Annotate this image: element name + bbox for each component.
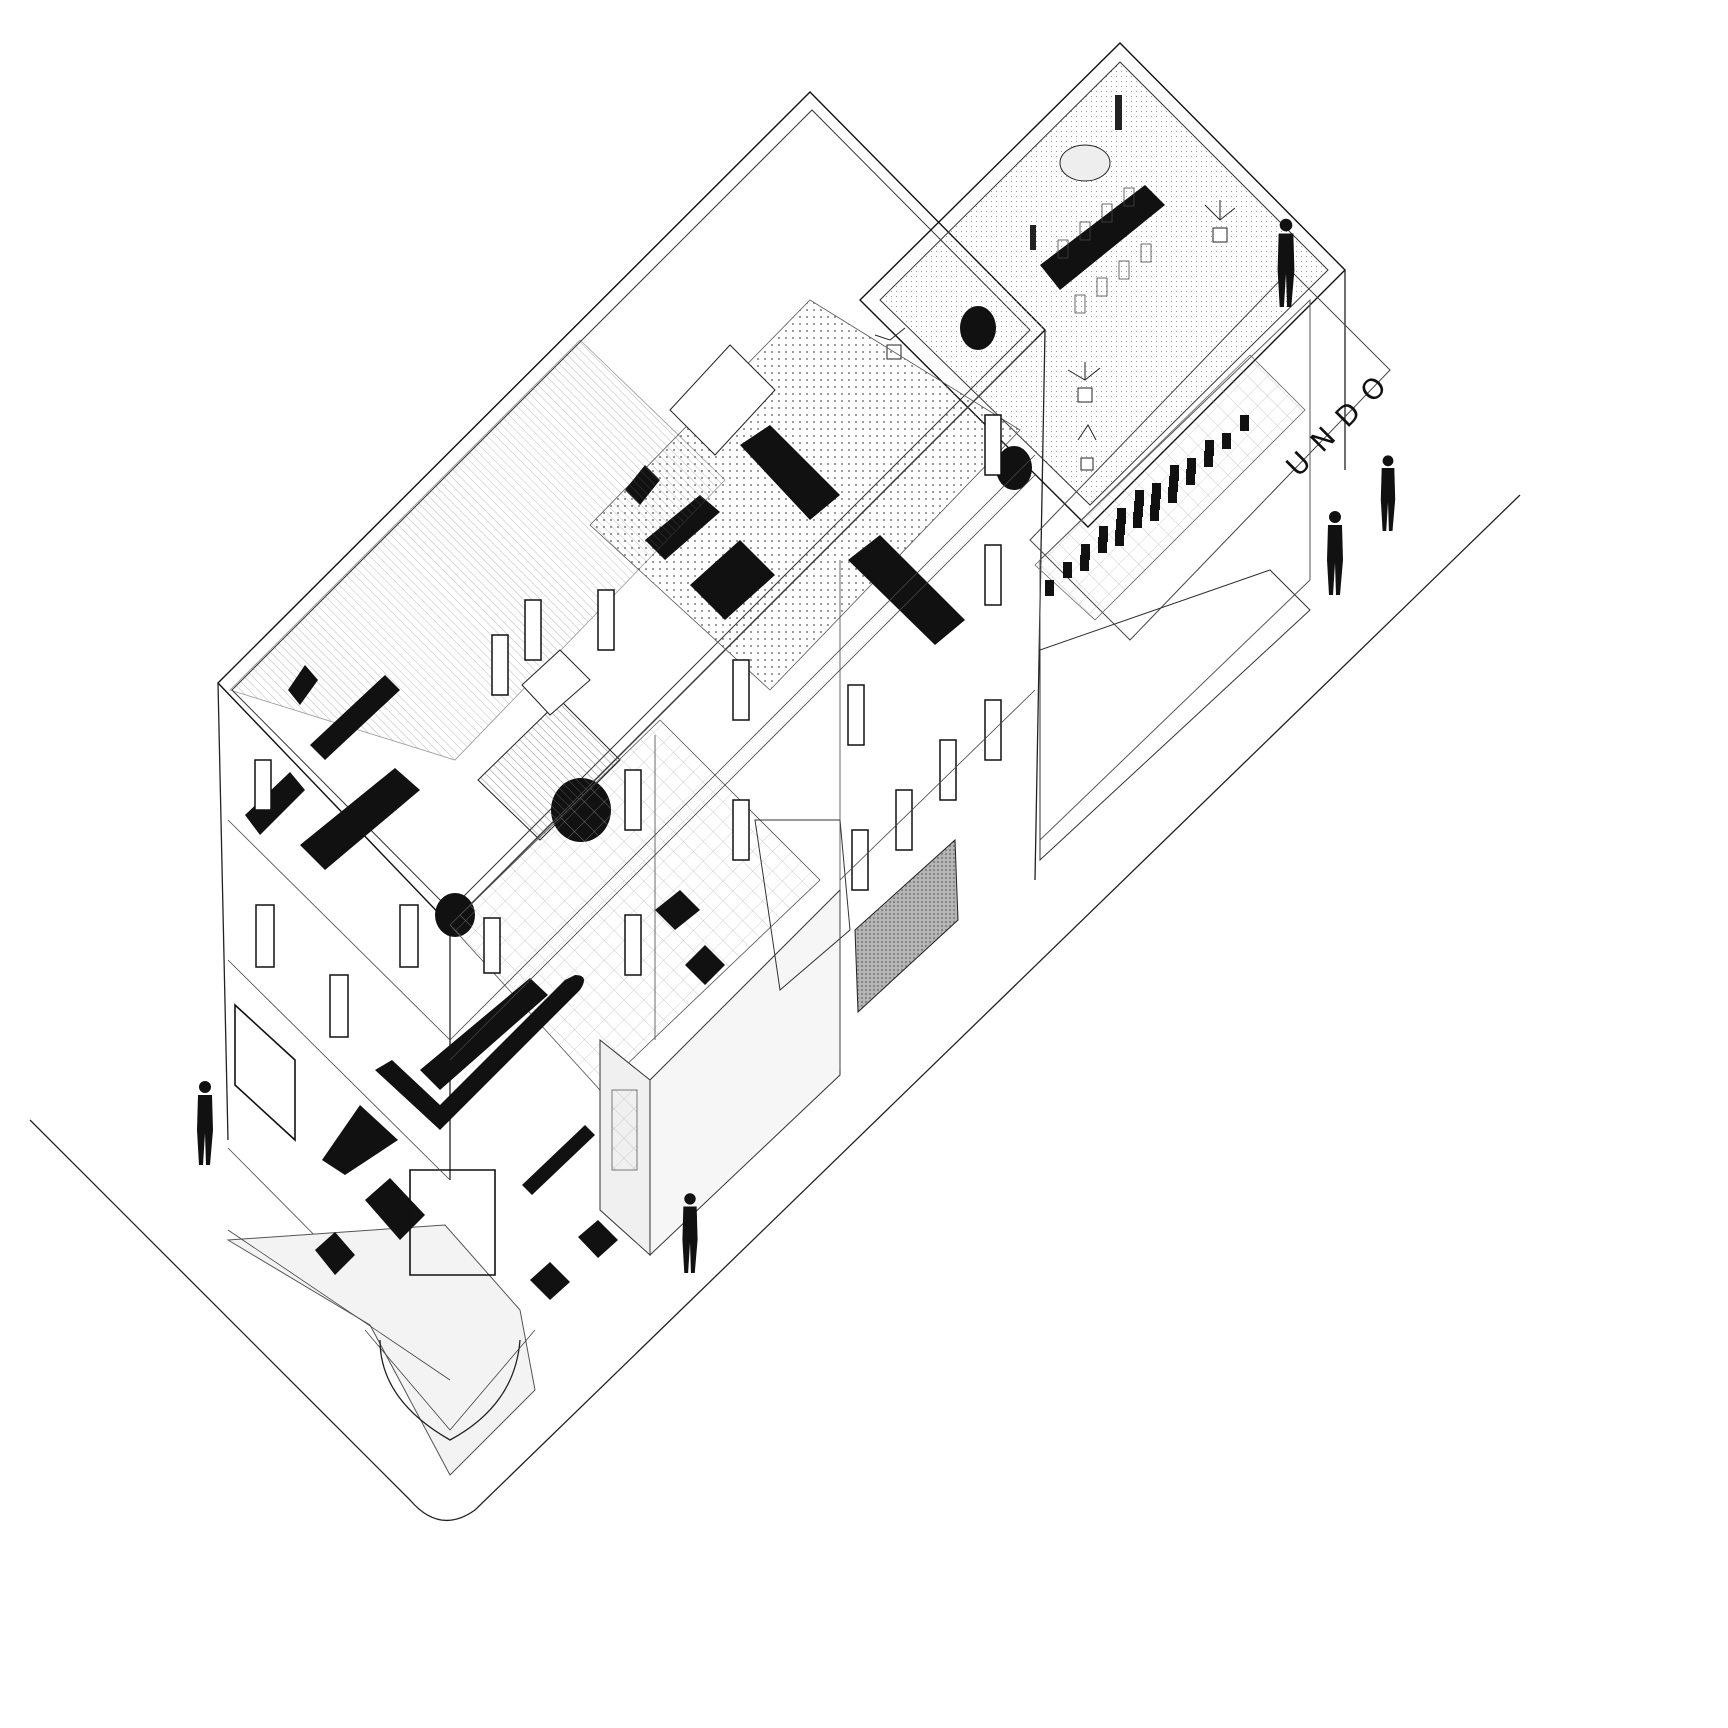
upper-floor-interiors	[229, 299, 1021, 937]
round-table	[960, 306, 996, 350]
cafe-table	[530, 1262, 570, 1300]
auditorium-seat	[1116, 519, 1125, 535]
auditorium-seat	[1081, 544, 1090, 560]
storefront-window	[409, 1169, 496, 1276]
terrace-long-table	[1040, 185, 1165, 290]
person-silhouette	[1380, 455, 1396, 531]
auditorium-seat	[1134, 501, 1143, 517]
glass-screen-wall	[854, 838, 959, 1014]
auditorium-seat	[1150, 505, 1159, 521]
auditorium-seat	[1099, 526, 1108, 542]
floor-slab-lines	[227, 339, 1036, 1381]
auditorium-seat	[1152, 483, 1161, 499]
auditorium-seat	[1187, 458, 1196, 474]
auditorium-seat	[1170, 465, 1179, 481]
auditorium-seat	[1169, 476, 1178, 492]
storefront-window	[234, 1003, 296, 1142]
adjoining-facades	[599, 298, 1311, 1257]
cafe-table	[578, 1220, 618, 1258]
potted-plant-icon	[1204, 200, 1236, 243]
auditorium-seat	[1135, 490, 1144, 506]
water-tank	[1059, 144, 1111, 182]
potted-plant-icon	[1077, 424, 1097, 471]
kitchen-island	[310, 675, 400, 760]
auditorium-seat	[1080, 555, 1089, 571]
auditorium-seat	[1186, 469, 1195, 485]
dining-table	[740, 425, 840, 520]
person-silhouette	[1327, 511, 1343, 595]
canopy	[754, 819, 851, 991]
auditorium-seat	[1222, 433, 1231, 449]
person-silhouette	[682, 1193, 698, 1273]
cafe-table	[685, 945, 725, 985]
cafe-table	[655, 890, 700, 930]
potted-plant-icon	[1067, 362, 1101, 403]
person-silhouette	[1277, 218, 1295, 307]
ground-floor-restaurant	[234, 719, 821, 1300]
auditorium-seat	[1204, 451, 1213, 467]
auditorium-seat	[1115, 530, 1124, 546]
auditorium-seat	[1151, 494, 1160, 510]
dining-table	[245, 772, 305, 835]
kitchen-counter	[288, 665, 318, 705]
person-silhouette	[197, 1081, 213, 1165]
dining-table	[322, 1105, 398, 1175]
auditorium-seating	[1034, 354, 1306, 621]
auditorium-seat	[1133, 512, 1142, 528]
auditorium-seat	[1117, 508, 1126, 524]
auditorium-seat	[1240, 415, 1249, 431]
service-counter	[522, 1125, 595, 1195]
roof-terrace	[874, 95, 1236, 490]
auditorium-seat	[1168, 487, 1177, 503]
auditorium-seat	[1098, 537, 1107, 553]
bar-counter	[420, 978, 548, 1090]
dining-table	[690, 540, 775, 620]
auditorium-seat	[1045, 580, 1054, 596]
auditorium-seat	[1205, 440, 1214, 456]
round-table	[996, 446, 1032, 490]
bar-counter	[375, 975, 584, 1130]
dining-table	[300, 768, 420, 870]
skylight	[521, 649, 591, 716]
auditorium-seat	[1063, 562, 1072, 578]
facade-windows	[254, 414, 1002, 1038]
cactus-plant-icon	[1030, 95, 1122, 250]
sidewalk-corner	[226, 1224, 536, 1476]
dining-table	[848, 535, 965, 645]
dining-table	[315, 1232, 355, 1275]
skylight	[669, 344, 776, 456]
people-silhouettes	[197, 218, 1396, 1273]
